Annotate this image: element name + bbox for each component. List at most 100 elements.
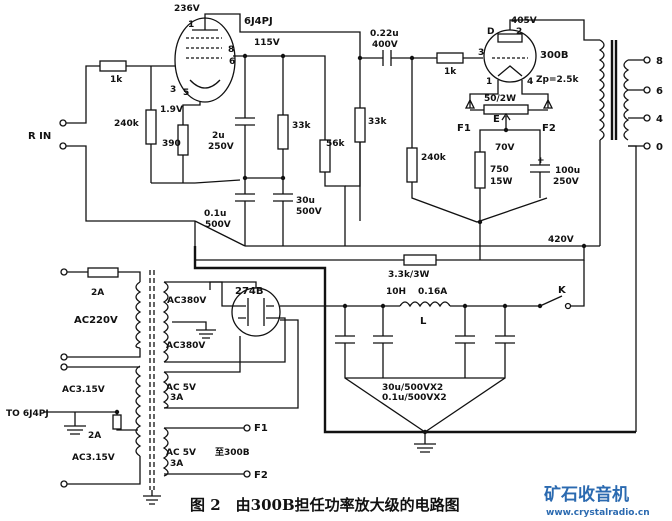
mains-fuse: [87, 267, 119, 278]
tube-300b-name: 300B: [540, 50, 569, 61]
choke-current: 0.16A: [418, 287, 447, 297]
filament-300b-f1: F1: [254, 423, 268, 434]
tube-6j4pj-name: 6J4PJ: [244, 16, 273, 27]
grid-stopper-label: 1k: [444, 67, 457, 77]
cathode-cap-voltage: 250V: [553, 177, 579, 187]
cap-01u-voltage: 500V: [205, 220, 231, 230]
input-terminal-bottom: [59, 142, 67, 150]
switch-k-label: K: [558, 285, 567, 296]
resistor-33k-a: [277, 114, 289, 150]
output-tap-8-label: 8: [656, 56, 663, 67]
grid-resistor-label: 1k: [110, 75, 123, 85]
to-6j4pj-label: TO 6J4PJ: [6, 409, 49, 419]
filter-choke: [399, 301, 451, 308]
anode-supply-wire: [204, 13, 361, 221]
cap-01u-value: 0.1u: [204, 209, 226, 219]
rectifier-filament-winding: [162, 371, 169, 409]
screen-cap-value: 2u: [212, 131, 225, 141]
grid-leak-2-label: 240k: [421, 153, 447, 163]
output-tap-4-label: 4: [656, 114, 663, 125]
input-wire: [66, 65, 100, 124]
filter-cap-3: [455, 306, 475, 378]
filter-caps-value-2: 0.1u/500VX2: [382, 393, 447, 403]
tube-300b-pin-4: 4: [527, 77, 533, 87]
screen-bypass-cap: [235, 56, 255, 178]
pin-8: 8: [228, 45, 234, 55]
power-transformer-core: [149, 270, 155, 490]
cathode-resistor-750-value: 750: [490, 165, 509, 175]
filter-cap-2: [373, 306, 393, 378]
ct-ground: [196, 329, 216, 339]
pin-3: 3: [170, 85, 176, 95]
filament-fuse-label: 2A: [88, 431, 101, 441]
output-transformer-core: [610, 40, 618, 140]
dropping-resistor: [403, 254, 437, 266]
cathode-resistor-750: [474, 151, 486, 189]
label-f2: F2: [542, 123, 556, 134]
resistor-33k-a-label: 33k: [292, 121, 312, 131]
output-ground-wire: [628, 145, 637, 432]
grid-stopper: [436, 52, 464, 64]
switch-k[interactable]: [539, 295, 563, 307]
bias-voltage: 70V: [495, 143, 515, 153]
cathode-return: [411, 182, 548, 223]
filament-6j4pj-voltage-2: AC3.15V: [72, 453, 115, 463]
watermark-url: www.crystalradio.cn: [546, 508, 650, 518]
tube-6j4pj-cathode: [189, 79, 221, 89]
cathode-resistor-750-power: 15W: [490, 177, 513, 187]
rectifier-filament-voltage: AC 5V: [166, 383, 196, 393]
tube-300b-pin-1: 1: [486, 77, 492, 87]
input-label: R IN: [28, 131, 51, 142]
svg-text:+: +: [537, 156, 545, 166]
filament-300b-dest: 至300B: [215, 447, 250, 458]
filament-ground: [64, 412, 86, 435]
resistor-33k-b: [354, 107, 366, 143]
filament-300b-current: 3A: [170, 459, 183, 469]
grid-leak-resistor: [145, 109, 157, 145]
choke-label: L: [420, 316, 427, 327]
filament-300b-winding: [162, 427, 169, 477]
cap-01u: [235, 178, 255, 246]
tube-300b-anode-voltage: 405V: [511, 16, 537, 26]
filter-caps-value-1: 30u/500VX2: [382, 383, 443, 393]
primary-voltage: AC220V: [74, 315, 118, 326]
chassis-ground: [143, 490, 161, 505]
filament-6j4pj-voltage: AC3.15V: [62, 385, 105, 395]
filament-300b-f2: F2: [254, 470, 268, 481]
cap-30u: [273, 178, 293, 246]
cathode-cap-100u: [530, 160, 550, 198]
screen-cap-voltage: 250V: [208, 142, 234, 152]
b-plus-line: [194, 179, 600, 247]
grid-resistor: [99, 60, 127, 72]
dropping-resistor-label: 3.3k/3W: [388, 270, 429, 280]
grid-leak-label: 240k: [114, 119, 140, 129]
cap-30u-value: 30u: [296, 196, 315, 206]
main-ground-bus: [193, 246, 636, 434]
tube-300b-anode: [497, 33, 523, 43]
hv-secondary-2: AC380V: [166, 341, 205, 351]
tube-6j4pj-screen-voltage: 115V: [254, 38, 280, 48]
filament-winding-6j4pj: [135, 365, 142, 457]
hum-pot: [483, 104, 529, 115]
rectifier-name: 274B: [235, 286, 264, 297]
filter-cap-1: [335, 306, 426, 433]
output-tap-8: [643, 56, 651, 64]
input-stage: R IN 1k 240k 1.9V 390 236V 6J4PJ 115V 1 …: [28, 4, 600, 247]
output-tap-0-label: 0: [656, 142, 663, 153]
filament-300b-voltage: AC 5V: [166, 448, 196, 458]
300b-anode-wire: [509, 19, 600, 41]
coupling-cap-value: 0.22u: [370, 29, 399, 39]
power-supply: 2A AC220V AC380V AC380V 274B 10H 0.16A L: [6, 246, 636, 505]
tube-6j4pj-anode: [192, 20, 218, 31]
resistor-33k-b-label: 33k: [368, 117, 388, 127]
hv-secondary-1: AC380V: [167, 296, 206, 306]
label-f1: F1: [457, 123, 471, 134]
pin-6: 6: [229, 57, 235, 67]
watermark-title: 矿石收音机: [544, 484, 629, 505]
tube-300b-pin-2: 2: [516, 27, 522, 37]
tube-6j4pj-grids: [186, 37, 222, 59]
hv-secondary: [162, 281, 169, 363]
cathode-resistor-label: 390: [162, 139, 181, 149]
output-tap-6: [643, 86, 651, 94]
